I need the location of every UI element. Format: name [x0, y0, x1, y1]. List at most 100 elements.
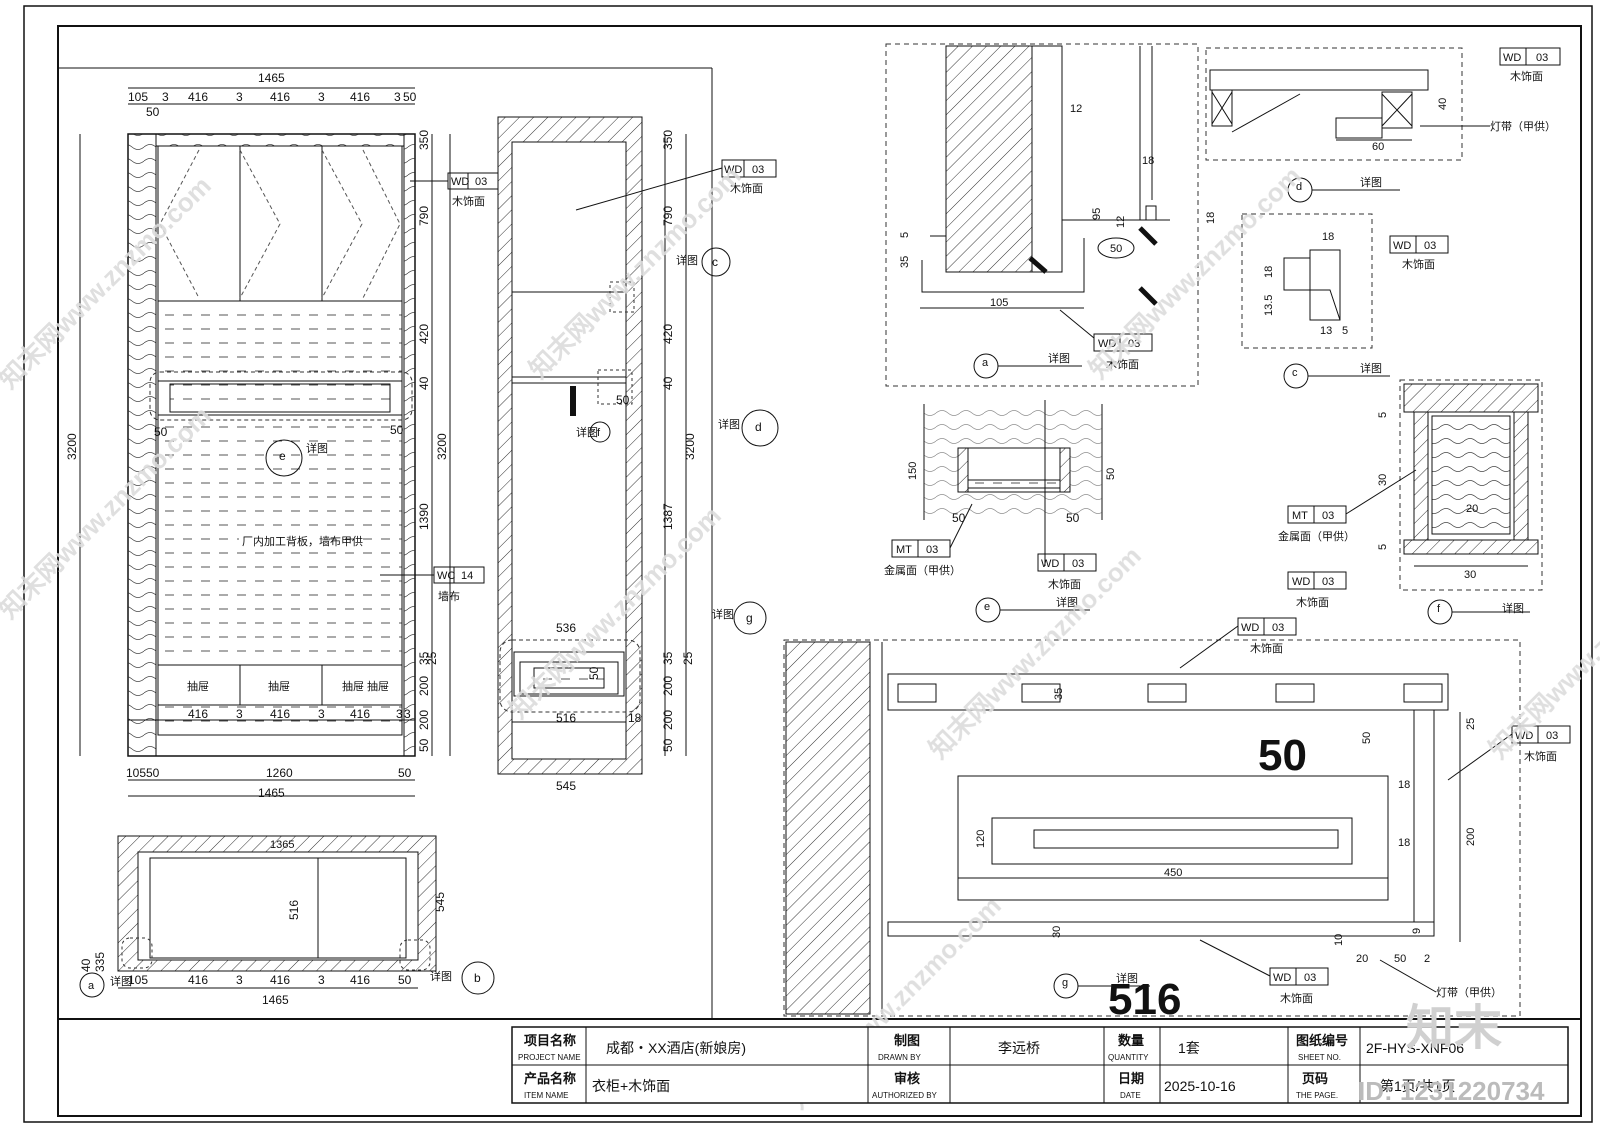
- tb-product-label-en: ITEM NAME: [524, 1091, 568, 1100]
- detail-f-mt-label: 金属面（甲供）: [1278, 529, 1355, 543]
- detail-f-wd-num: 03: [1322, 576, 1334, 588]
- front-bdim-3: 1260: [266, 766, 293, 780]
- front-detail-e-bubble: [265, 439, 303, 477]
- front-rdim-6: 35: [417, 651, 431, 665]
- tb-audit-label: 审核: [894, 1071, 920, 1086]
- detail-g-dim-30: 30: [1051, 926, 1063, 938]
- front-center-note: 厂内加工背板，墙布甲供: [242, 534, 363, 548]
- detail-f-dim-30b: 30: [1464, 569, 1476, 581]
- front-overall-width: 1465: [258, 71, 285, 85]
- drawer-label-2: 抽屉: [268, 679, 290, 693]
- detail-f-wd-label: 木饰面: [1296, 595, 1329, 609]
- front-rdim-7: 25: [425, 651, 439, 665]
- detail-g-dim-18a: 18: [1398, 779, 1410, 791]
- detail-f-dim-5b: 5: [1377, 544, 1389, 550]
- detail-f-mt-num: 03: [1322, 510, 1334, 522]
- detail-f-dim-5a: 5: [1377, 412, 1389, 418]
- detail-c-dim-13-5: 13.5: [1263, 295, 1275, 316]
- section-dim-50b: 50: [616, 393, 630, 407]
- section-detail-f-letter: f: [597, 427, 601, 439]
- tb-qty-value: 1套: [1178, 1040, 1200, 1056]
- front-seg-8: 3: [394, 90, 401, 104]
- drawer-label-3: 抽屉 抽屉: [342, 679, 389, 693]
- detail-d-tag-code: WD: [1503, 52, 1521, 64]
- inner-border: [57, 25, 1582, 1117]
- tb-date-label-en: DATE: [1120, 1091, 1141, 1100]
- detail-a-dim-5: 5: [899, 232, 911, 238]
- detail-e-mt-code: MT: [896, 544, 912, 556]
- detail-e-caption-word: 详图: [1056, 595, 1078, 609]
- detail-g-tag-top-code: WD: [1241, 622, 1259, 634]
- front-bdim-2: 50: [146, 766, 160, 780]
- section-rdim-1: 350: [661, 130, 675, 150]
- detail-c-caption-word: 详图: [1360, 361, 1382, 375]
- detail-d-tag-label: 木饰面: [1510, 69, 1543, 83]
- tb-product-value: 衣柜+木饰面: [592, 1078, 670, 1094]
- plan-ldim-2: 335: [93, 952, 107, 972]
- detail-f-dim-30: 30: [1377, 474, 1389, 486]
- front-ddim-4: 3: [318, 707, 325, 721]
- detail-a-dim-18b: 18: [1205, 212, 1217, 224]
- detail-a-caption-letter: a: [982, 357, 989, 369]
- title-block: 项目名称 PROJECT NAME 成都・XX酒店(新娘房) 制图 DRAWN …: [511, 1026, 1569, 1104]
- detail-c-tag-num: 03: [1424, 240, 1436, 252]
- detail-g-dim-200: 200: [1465, 828, 1477, 846]
- front-bdim-1: 105: [126, 766, 146, 780]
- detail-d-light-note: 灯带（甲供）: [1490, 119, 1556, 133]
- front-left-50: 50: [146, 105, 160, 119]
- tb-project-label: 项目名称: [524, 1033, 576, 1048]
- front-seg-2: 3: [162, 90, 169, 104]
- front-seg-6: 3: [318, 90, 325, 104]
- section-dim-50: 50: [587, 666, 601, 680]
- detail-e-view: 150 50 50 50 MT 03 金属面（甲供） WD 03 木饰面 e 详…: [884, 400, 1117, 623]
- detail-c-view: 18 18 13.5 13 5 WD 03 木饰面 c 详图: [1241, 213, 1449, 389]
- section-dim-545: 545: [556, 779, 576, 793]
- tb-page-label: 页码: [1302, 1071, 1328, 1086]
- front-seg-5: 416: [270, 90, 290, 104]
- detail-g-dim-20: 20: [1356, 953, 1368, 965]
- detail-g-dim-50: 50: [1361, 732, 1373, 744]
- detail-d-caption-word: 详图: [1360, 175, 1382, 189]
- section-rdim-2: 790: [661, 206, 675, 226]
- section-rdim-6: 35: [661, 651, 675, 665]
- front-rdim-10: 50: [417, 738, 431, 752]
- detail-e-wd-num: 03: [1072, 558, 1084, 570]
- tb-sheet-label: 图纸编号: [1296, 1033, 1348, 1048]
- section-detail-c-bubble: [701, 247, 731, 277]
- front-detail-e-word: 详图: [306, 441, 328, 455]
- section-rdim-9: 200: [661, 710, 675, 730]
- front-shelf-dim-left: 50: [154, 425, 168, 439]
- section-detail-c-letter: c: [712, 255, 718, 269]
- detail-e-wd-code: WD: [1041, 558, 1059, 570]
- tb-date-label: 日期: [1118, 1071, 1144, 1086]
- detail-a-dim-50: 50: [1110, 243, 1122, 255]
- detail-e-dim-50a: 50: [1105, 468, 1117, 480]
- tb-sheet-label-en: SHEET NO.: [1298, 1053, 1341, 1062]
- section-rdim-4: 40: [661, 376, 675, 390]
- detail-g-dim-25: 25: [1465, 718, 1477, 730]
- front-tag-wc-label: 墙布: [438, 589, 460, 603]
- front-rdim-5: 1390: [417, 503, 431, 530]
- section-rdim-3: 420: [661, 324, 675, 344]
- front-ddim-2: 3: [236, 707, 243, 721]
- detail-g-tag-right-num: 03: [1546, 730, 1558, 742]
- plan-bdim-3: 3: [236, 973, 243, 987]
- detail-g-dim-450: 450: [1164, 867, 1182, 879]
- tb-drawn-label: 制图: [894, 1033, 920, 1048]
- front-seg-7: 416: [350, 90, 370, 104]
- plan-bdim-1: 105: [128, 973, 148, 987]
- section-detail-d-word: 详图: [718, 417, 740, 431]
- detail-e-dim-50b: 50: [952, 511, 966, 525]
- plan-detail-b-letter: b: [474, 971, 481, 985]
- tb-page-value: 第1页/共1页: [1380, 1078, 1455, 1094]
- front-ddim-6: 3: [396, 707, 403, 721]
- detail-a-tag-num: 03: [1128, 338, 1140, 350]
- plan-bdim-6: 416: [350, 973, 370, 987]
- section-dim-516: 516: [556, 711, 576, 725]
- front-seg-9: 50: [403, 90, 417, 104]
- section-detail-c-word: 详图: [676, 253, 698, 267]
- section-tag-wd-label: 木饰面: [730, 181, 763, 195]
- detail-g-tag-top-label: 木饰面: [1250, 641, 1283, 655]
- detail-e-wd-label: 木饰面: [1048, 577, 1081, 591]
